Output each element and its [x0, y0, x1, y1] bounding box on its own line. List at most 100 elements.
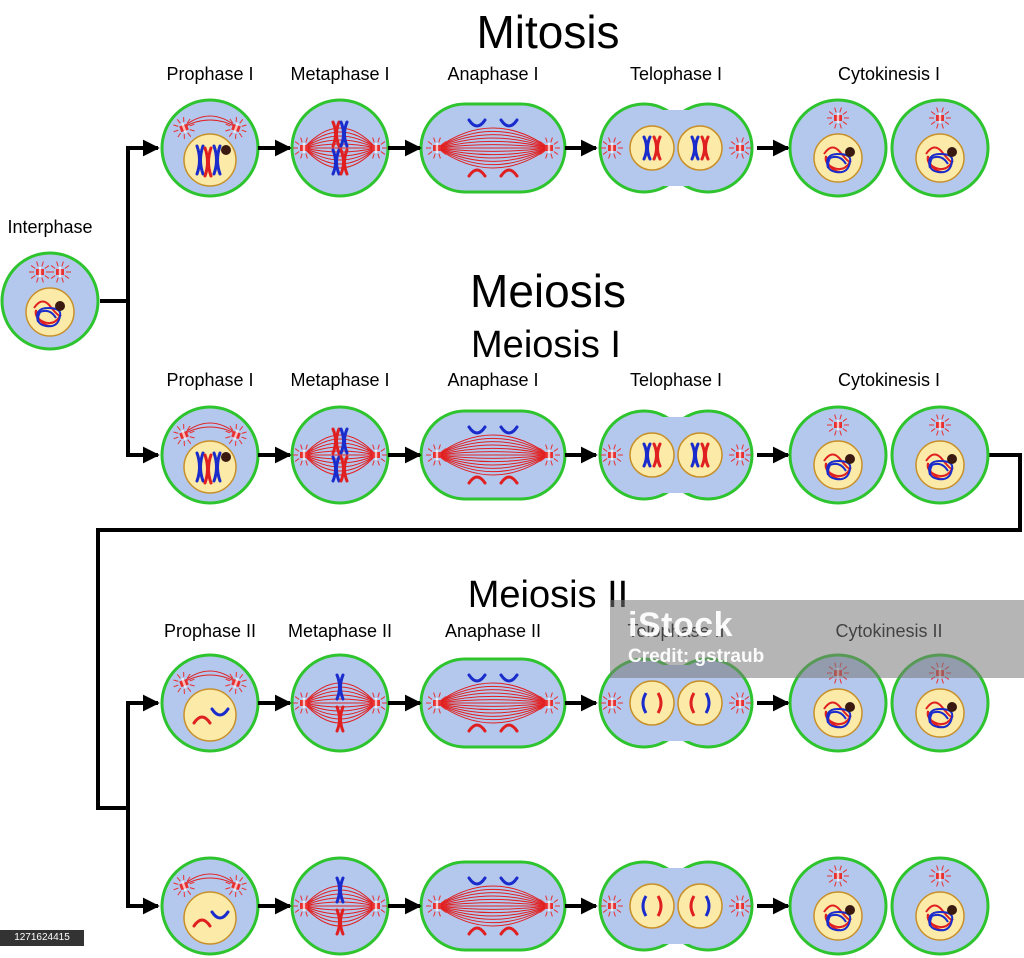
centrosome: [29, 261, 51, 283]
chromosome: [212, 451, 222, 483]
centrosome: [601, 692, 623, 714]
stage-label-mitosis-telophase: Telophase I: [630, 64, 722, 84]
stage-label-meiosis2a-anaphase: Anaphase II: [445, 621, 541, 641]
chromatid: [499, 926, 519, 936]
centrosome: [225, 874, 247, 898]
nucleolus: [845, 147, 855, 157]
cell-cytokinesis-meiosis2a-2: [890, 653, 990, 753]
centrosome: [426, 137, 448, 159]
chromatid: [467, 118, 487, 128]
stage-label-mitosis-cytokinesis: Cytokinesis I: [838, 64, 940, 84]
chromosome: [690, 442, 700, 468]
chromatid: [210, 707, 230, 717]
chromosome: [339, 427, 349, 455]
centrosome: [601, 137, 623, 159]
cell-metaphase-mitosis: [290, 98, 390, 198]
meiosis-2-title: Meiosis II: [468, 574, 628, 616]
centrosome: [426, 895, 448, 917]
meiosis-title: Meiosis: [470, 265, 626, 317]
cell-anaphase-mitosis: [419, 102, 567, 194]
centrosome: [729, 692, 751, 714]
chromatin: [823, 701, 855, 729]
chromosome: [203, 453, 213, 485]
centrosome: [173, 116, 195, 140]
stage-label-meiosis2a-prophase: Prophase II: [164, 621, 256, 641]
chromatin: [925, 701, 957, 729]
centrosome: [293, 895, 315, 917]
chromatin: [925, 146, 957, 174]
cell-metaphase-meiosis2a: [290, 653, 390, 753]
centrosome: [827, 107, 849, 129]
nucleolus: [221, 145, 231, 155]
chromatid: [499, 876, 519, 886]
cell-cytokinesis-mitosis-1: [788, 98, 888, 198]
nucleus: [677, 432, 723, 478]
centrosome: [729, 137, 751, 159]
chromatin: [823, 453, 855, 481]
chromosome: [690, 135, 700, 161]
chromatid: [467, 673, 487, 683]
centrosome: [225, 671, 247, 695]
chromosome: [331, 148, 341, 176]
centrosome: [293, 137, 315, 159]
centrosome: [365, 692, 387, 714]
nucleus: [677, 883, 723, 929]
chromatid: [499, 118, 519, 128]
cell-metaphase-meiosis1: [290, 405, 390, 505]
nucleus: [629, 432, 675, 478]
chromatin: [925, 453, 957, 481]
stage-label-mitosis-prophase: Prophase I: [166, 64, 253, 84]
flow-connectors: [96, 139, 1022, 915]
stage-label-mitosis-metaphase: Metaphase I: [290, 64, 389, 84]
stage-label-meiosis1-metaphase: Metaphase I: [290, 370, 389, 390]
centrosome: [827, 865, 849, 887]
chromosome: [331, 427, 341, 455]
chromatin: [823, 904, 855, 932]
chromosome: [700, 442, 710, 468]
cell-prophase-meiosis2a: [160, 653, 260, 753]
cell-prophase-meiosis1: [160, 405, 260, 505]
chromosome: [195, 451, 205, 483]
centrosome: [827, 414, 849, 436]
chromosome: [642, 442, 652, 468]
stage-label-meiosis1-prophase: Prophase I: [166, 370, 253, 390]
nucleolus: [55, 301, 65, 311]
centrosome: [929, 414, 951, 436]
chromatid: [467, 926, 487, 936]
chromosome: [195, 144, 205, 176]
spindle-fibers: [436, 127, 550, 169]
meiosis-1-title: Meiosis I: [471, 324, 621, 366]
chromosome: [700, 135, 710, 161]
chromatid: [210, 910, 230, 920]
chromosome: [212, 144, 222, 176]
chromatid: [467, 723, 487, 733]
nucleolus: [845, 702, 855, 712]
chromosome: [339, 455, 349, 483]
centrosome: [365, 137, 387, 159]
cell-anaphase-meiosis2a: [419, 657, 567, 749]
cell-telophase-meiosis2b: [598, 860, 754, 952]
centrosome: [225, 423, 247, 447]
nucleolus: [947, 702, 957, 712]
chromatin: [33, 300, 65, 328]
chromatid: [499, 475, 519, 485]
cell-prophase-mitosis: [160, 98, 260, 198]
nucleus: [677, 680, 723, 726]
chromatid: [499, 168, 519, 178]
cell-cytokinesis-meiosis2b-2: [890, 856, 990, 956]
centrosome: [426, 444, 448, 466]
chromatin: [823, 146, 855, 174]
chromatid: [467, 475, 487, 485]
nucleus: [629, 883, 675, 929]
cell-cytokinesis-meiosis1-1: [788, 405, 888, 505]
chromatid: [499, 673, 519, 683]
chromatid: [499, 723, 519, 733]
nucleus: [183, 891, 237, 945]
chromosome: [203, 146, 213, 178]
cell-cytokinesis-mitosis-2: [890, 98, 990, 198]
cell-cytokinesis-meiosis1-2: [890, 405, 990, 505]
chromosome: [335, 908, 345, 936]
cell-anaphase-meiosis2b: [419, 860, 567, 952]
chromosome: [339, 148, 349, 176]
chromosome: [339, 120, 349, 148]
